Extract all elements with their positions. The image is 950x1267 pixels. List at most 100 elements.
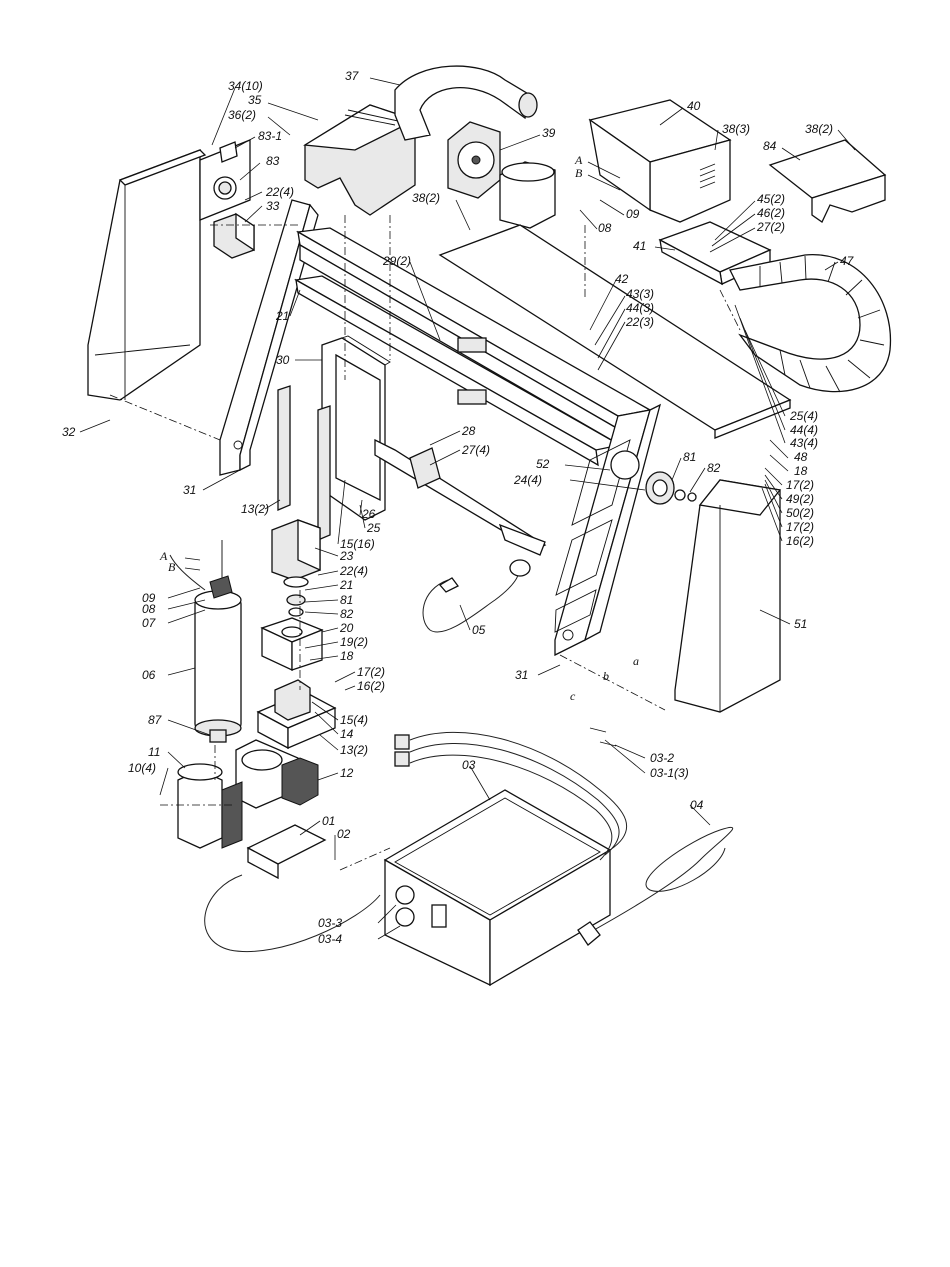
cover-plate-84 bbox=[768, 139, 887, 223]
label: 04 bbox=[690, 798, 704, 812]
label: 41 bbox=[633, 239, 646, 253]
label: 43(3) bbox=[626, 287, 654, 301]
part-labels: 34(10) 35 37 36(2) 83-1 83 22(4) 33 38(2… bbox=[62, 69, 855, 946]
label: 45(2) bbox=[757, 192, 785, 206]
label: 84 bbox=[763, 139, 777, 153]
spindle-clamp-11 bbox=[177, 763, 243, 849]
label: 25(4) bbox=[789, 409, 818, 423]
transformer-box bbox=[499, 161, 556, 229]
label: 25 bbox=[366, 521, 381, 535]
motor-plate-83 bbox=[199, 139, 251, 221]
label: 02 bbox=[337, 827, 351, 841]
label: 28 bbox=[461, 424, 476, 438]
label: 03-4 bbox=[318, 932, 342, 946]
label: c bbox=[570, 689, 576, 703]
label: 08 bbox=[142, 602, 156, 616]
label: 39 bbox=[542, 126, 556, 140]
label: 12 bbox=[340, 766, 354, 780]
label: 47 bbox=[840, 254, 855, 268]
label: A bbox=[574, 153, 583, 167]
label: 16(2) bbox=[357, 679, 385, 693]
right-side-plate-31 bbox=[554, 403, 661, 657]
label: 40 bbox=[687, 99, 701, 113]
label: 44(3) bbox=[626, 301, 654, 315]
label: 15(16) bbox=[340, 537, 375, 551]
label: 10(4) bbox=[128, 761, 156, 775]
label: 23 bbox=[339, 549, 354, 563]
label: 31 bbox=[183, 483, 196, 497]
label: 87 bbox=[148, 713, 163, 727]
label: 82 bbox=[707, 461, 721, 475]
label: 42 bbox=[615, 272, 629, 286]
label: 38(3) bbox=[722, 122, 750, 136]
label: 22(4) bbox=[339, 564, 368, 578]
label: 29(2) bbox=[382, 254, 411, 268]
label: 22(4) bbox=[265, 185, 294, 199]
label: 82 bbox=[340, 607, 354, 621]
z-axis-frame-30 bbox=[321, 335, 391, 521]
label: 83 bbox=[266, 154, 280, 168]
label: 03-3 bbox=[318, 916, 342, 930]
right-end-cover-51 bbox=[674, 479, 782, 713]
spindle-clamp-12 bbox=[235, 739, 319, 809]
z-motor-23 bbox=[271, 519, 321, 617]
label: 09 bbox=[626, 207, 640, 221]
label: 17(2) bbox=[786, 478, 814, 492]
power-cord-04 bbox=[577, 826, 734, 946]
label: 15(4) bbox=[340, 713, 368, 727]
label: 32 bbox=[62, 425, 76, 439]
label: 16(2) bbox=[786, 534, 814, 548]
label: 01 bbox=[322, 814, 335, 828]
spindle-06 bbox=[169, 540, 242, 743]
alignment-lines bbox=[109, 215, 741, 871]
bolts-03 bbox=[589, 727, 617, 747]
label: 22(3) bbox=[625, 315, 654, 329]
label: 49(2) bbox=[786, 492, 814, 506]
label: 50(2) bbox=[786, 506, 814, 520]
label: 38(2) bbox=[805, 122, 833, 136]
label: 03 bbox=[462, 758, 476, 772]
label: 46(2) bbox=[757, 206, 785, 220]
label: 08 bbox=[598, 221, 612, 235]
fan-39 bbox=[447, 121, 501, 199]
label: 27(2) bbox=[756, 220, 785, 234]
label: 48 bbox=[794, 450, 808, 464]
label: 26 bbox=[361, 507, 376, 521]
label: 09 bbox=[142, 591, 156, 605]
label: 24(4) bbox=[513, 473, 542, 487]
label: 43(4) bbox=[790, 436, 818, 450]
label: 51 bbox=[794, 617, 807, 631]
pendant-01 bbox=[204, 824, 381, 952]
label: 21 bbox=[275, 309, 289, 323]
label: 44(4) bbox=[790, 423, 818, 437]
label: 14 bbox=[340, 727, 354, 741]
label: 19(2) bbox=[340, 635, 368, 649]
gantry-beam-29 bbox=[294, 227, 652, 467]
label: 52 bbox=[536, 457, 550, 471]
left-end-cover-32 bbox=[87, 149, 207, 401]
label: 37 bbox=[345, 69, 360, 83]
motor-cables bbox=[394, 731, 628, 861]
label: 27(4) bbox=[461, 443, 490, 457]
carriage-14 bbox=[256, 679, 337, 750]
label: 03-2 bbox=[650, 751, 674, 765]
ball-screw-28 bbox=[374, 438, 547, 556]
label: 03-1(3) bbox=[650, 766, 689, 780]
y-motor-coupling bbox=[645, 471, 697, 505]
label: 34(10) bbox=[228, 79, 263, 93]
label: 06 bbox=[142, 668, 156, 682]
label: 20 bbox=[339, 621, 354, 635]
label: 38(2) bbox=[412, 191, 440, 205]
label: 07 bbox=[142, 616, 157, 630]
label: B bbox=[575, 166, 583, 180]
label: b bbox=[603, 669, 609, 683]
label: 11 bbox=[148, 745, 160, 759]
label: 21 bbox=[339, 578, 353, 592]
label: a bbox=[633, 654, 639, 668]
electronics-cover-40 bbox=[588, 99, 732, 223]
label: 31 bbox=[515, 668, 528, 682]
label: 13(2) bbox=[241, 502, 269, 516]
label: 81 bbox=[683, 450, 696, 464]
top-cover-35 bbox=[303, 104, 417, 216]
